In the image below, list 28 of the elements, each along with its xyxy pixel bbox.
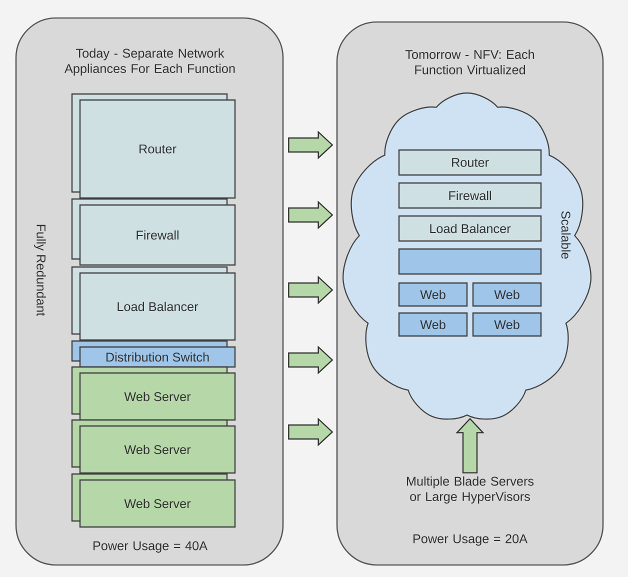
- appliance-box: Router: [71, 93, 236, 199]
- panel-title: Today - Separate Network Appliances For Each Function: [64, 48, 235, 76]
- block-arrow: [288, 346, 334, 374]
- function-box: Firewall: [398, 182, 542, 209]
- block-arrow: [456, 418, 484, 474]
- web-box: Web: [472, 312, 542, 337]
- caption-text: Multiple Blade Servers or Large HyperVisors: [406, 476, 534, 504]
- vertical-label: Fully Redundant: [34, 224, 46, 316]
- panel-title: Tomorrow - NFV: Each Function Virtualized: [405, 50, 534, 74]
- web-box: Web: [398, 312, 468, 337]
- block-arrow: [288, 200, 334, 230]
- web-box: Web: [398, 282, 468, 307]
- appliance-box: Firewall: [71, 198, 236, 266]
- switch-box: Distribution Switch: [71, 340, 236, 368]
- appliance-box: Load Balancer: [71, 266, 236, 341]
- web-box: Web: [472, 282, 542, 307]
- power-label: Power Usage = 20A: [414, 534, 528, 546]
- block-arrow: [288, 276, 334, 304]
- function-box: Router: [398, 149, 542, 176]
- block-arrow: [288, 418, 334, 446]
- power-label: Power Usage = 40A: [94, 541, 208, 553]
- switch-box: [398, 248, 542, 275]
- vertical-label: Scalable: [561, 211, 571, 259]
- block-arrow: [288, 130, 334, 160]
- function-box: Load Balancer: [398, 215, 542, 242]
- server-box: Web Server: [71, 419, 236, 474]
- server-box: Web Server: [71, 366, 236, 421]
- server-box: Web Server: [71, 473, 236, 528]
